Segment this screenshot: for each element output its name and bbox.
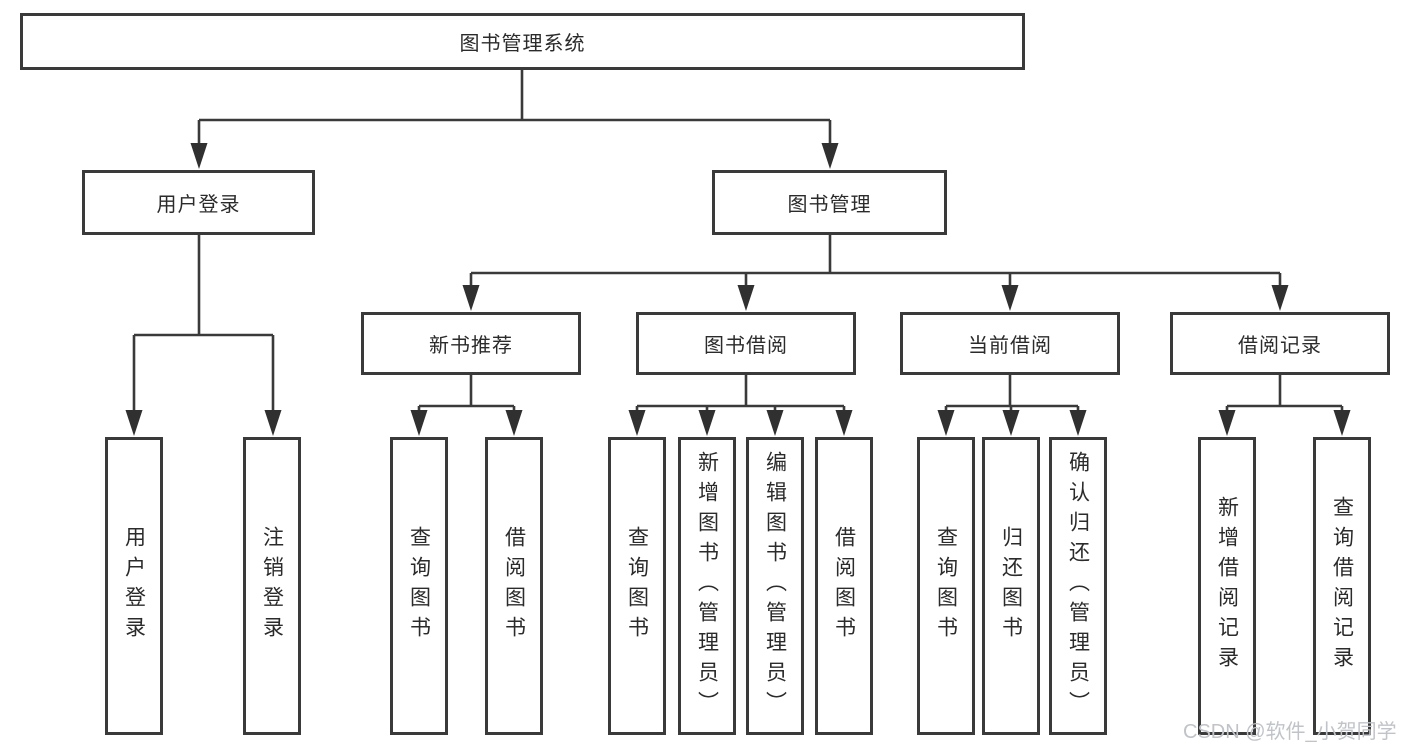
leaf-query-books-borrowing: 查询图书: [608, 437, 666, 735]
leaf-query-borrow-record: 查询借阅记录: [1313, 437, 1371, 735]
node-user-login: 用户登录: [82, 170, 315, 235]
leaf-add-books-admin: 新增图书（管理员）: [678, 437, 736, 735]
watermark: CSDN @软件_小贺同学: [1183, 721, 1397, 743]
leaf-query-books-recommend: 查询图书: [390, 437, 448, 735]
leaf-add-borrow-record: 新增借阅记录: [1198, 437, 1256, 735]
node-book-management: 图书管理: [712, 170, 947, 235]
node-library-system-root: 图书管理系统: [20, 13, 1025, 70]
node-book-borrowing: 图书借阅: [636, 312, 856, 375]
leaf-user-login: 用户登录: [105, 437, 163, 735]
leaf-return-books: 归还图书: [982, 437, 1040, 735]
node-borrow-records: 借阅记录: [1170, 312, 1390, 375]
leaf-edit-books-admin: 编辑图书（管理员）: [746, 437, 804, 735]
connector-strokes: [132, 70, 1344, 412]
node-new-book-recommend: 新书推荐: [361, 312, 581, 375]
leaf-confirm-return-admin: 确认归还（管理员）: [1049, 437, 1107, 735]
node-current-borrowing: 当前借阅: [900, 312, 1120, 375]
leaf-logout: 注销登录: [243, 437, 301, 735]
arrowheads: [125, 143, 1351, 436]
leaf-borrow-books-recommend: 借阅图书: [485, 437, 543, 735]
leaf-query-books-current: 查询图书: [917, 437, 975, 735]
leaf-borrow-books: 借阅图书: [815, 437, 873, 735]
